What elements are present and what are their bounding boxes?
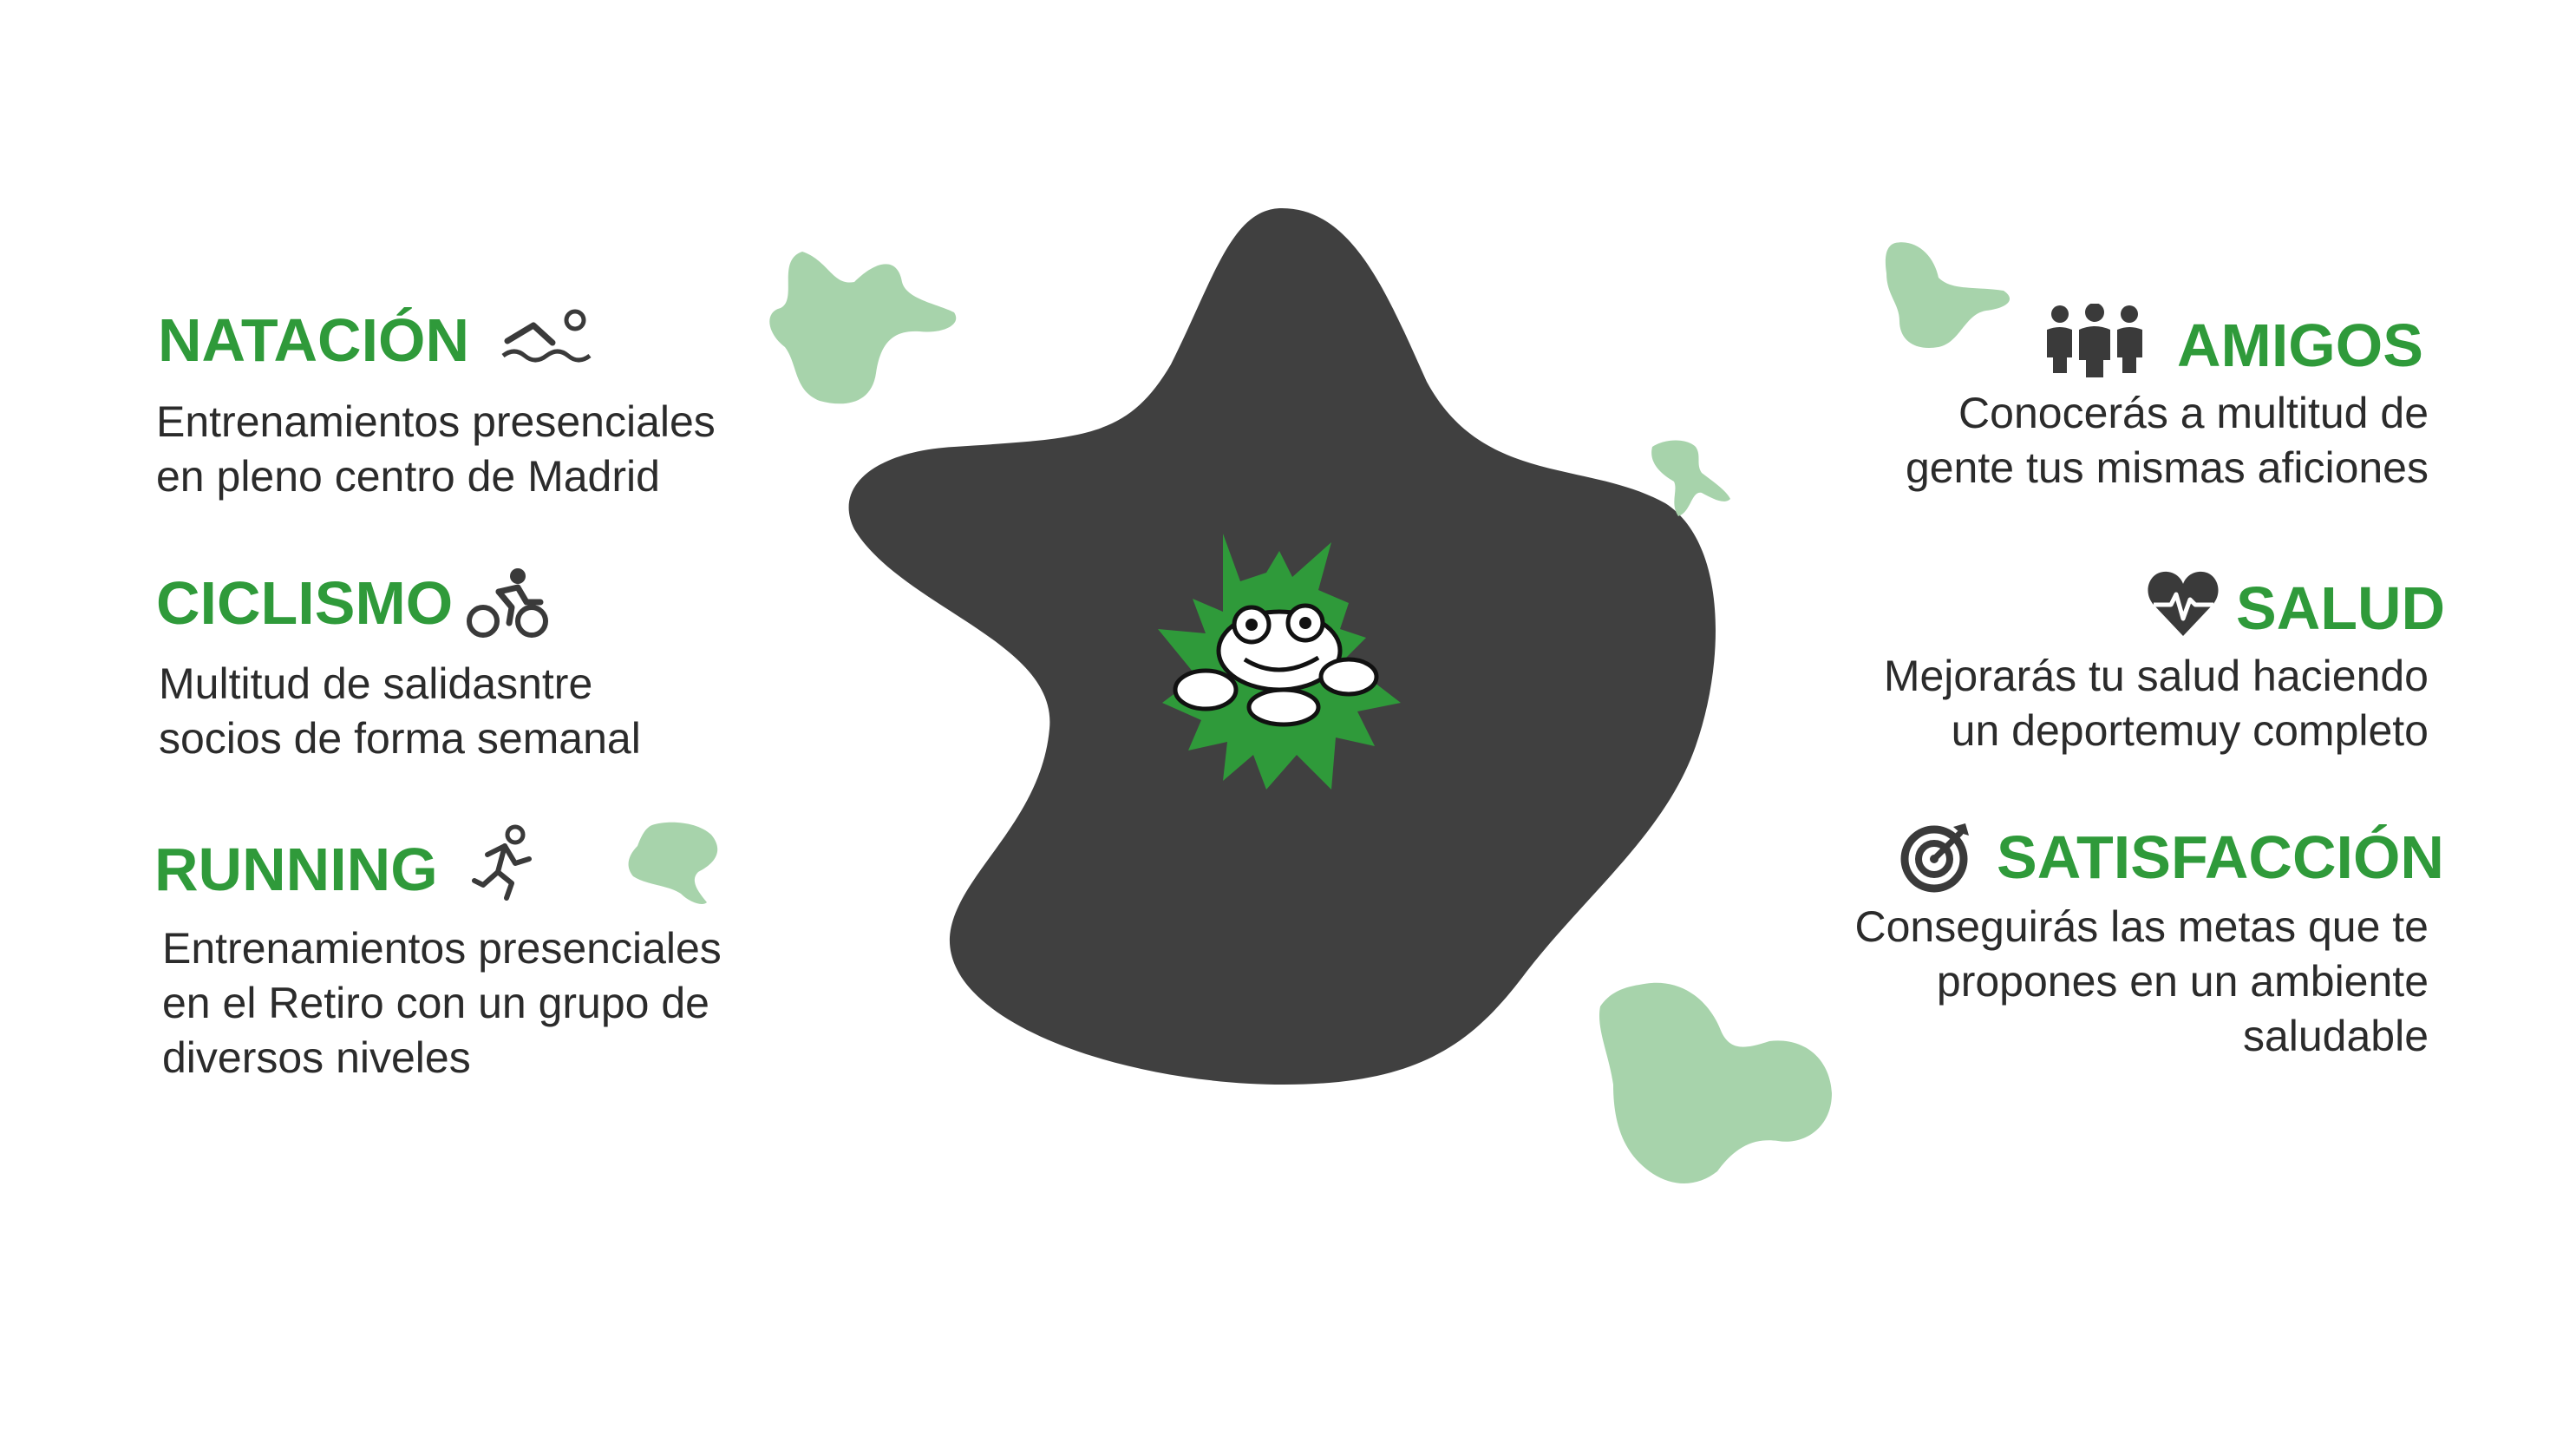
heart-pulse-icon <box>2147 568 2220 638</box>
ciclismo-title: CICLISMO <box>156 569 454 637</box>
green-splash-bottom-right <box>1599 982 1832 1183</box>
cycling-icon <box>464 566 551 639</box>
natacion-title: NATACIÓN <box>158 306 470 374</box>
salud-title: SALUD <box>2236 574 2446 642</box>
running-icon <box>470 824 539 902</box>
salud-description: Mejorarás tu salud haciendo un deportemu… <box>1883 652 2429 755</box>
satisfaccion-description: Conseguirás las metas que te propones en… <box>1854 902 2429 1060</box>
target-icon <box>1899 820 1973 894</box>
green-splash-top-right <box>1885 242 2010 348</box>
natacion-description: Entrenamientos presenciales en pleno cen… <box>156 397 716 501</box>
green-splash-top-left <box>769 252 957 404</box>
green-splash-small <box>1651 440 1730 516</box>
satisfaccion-title: SATISFACCIÓN <box>1997 823 2444 891</box>
amigos-description: Conocerás a multitud de gente tus mismas… <box>1905 389 2429 492</box>
amigos-title: AMIGOS <box>2177 311 2423 379</box>
running-title: RUNNING <box>154 836 438 903</box>
swimming-icon <box>499 308 594 369</box>
running-description: Entrenamientos presenciales en el Retiro… <box>162 924 722 1082</box>
green-splash-bottom-left <box>628 822 718 904</box>
group-icon <box>2043 304 2147 377</box>
frog-logo <box>1158 534 1401 790</box>
ciclismo-description: Multitud de salidasntre socios de forma … <box>159 659 641 763</box>
